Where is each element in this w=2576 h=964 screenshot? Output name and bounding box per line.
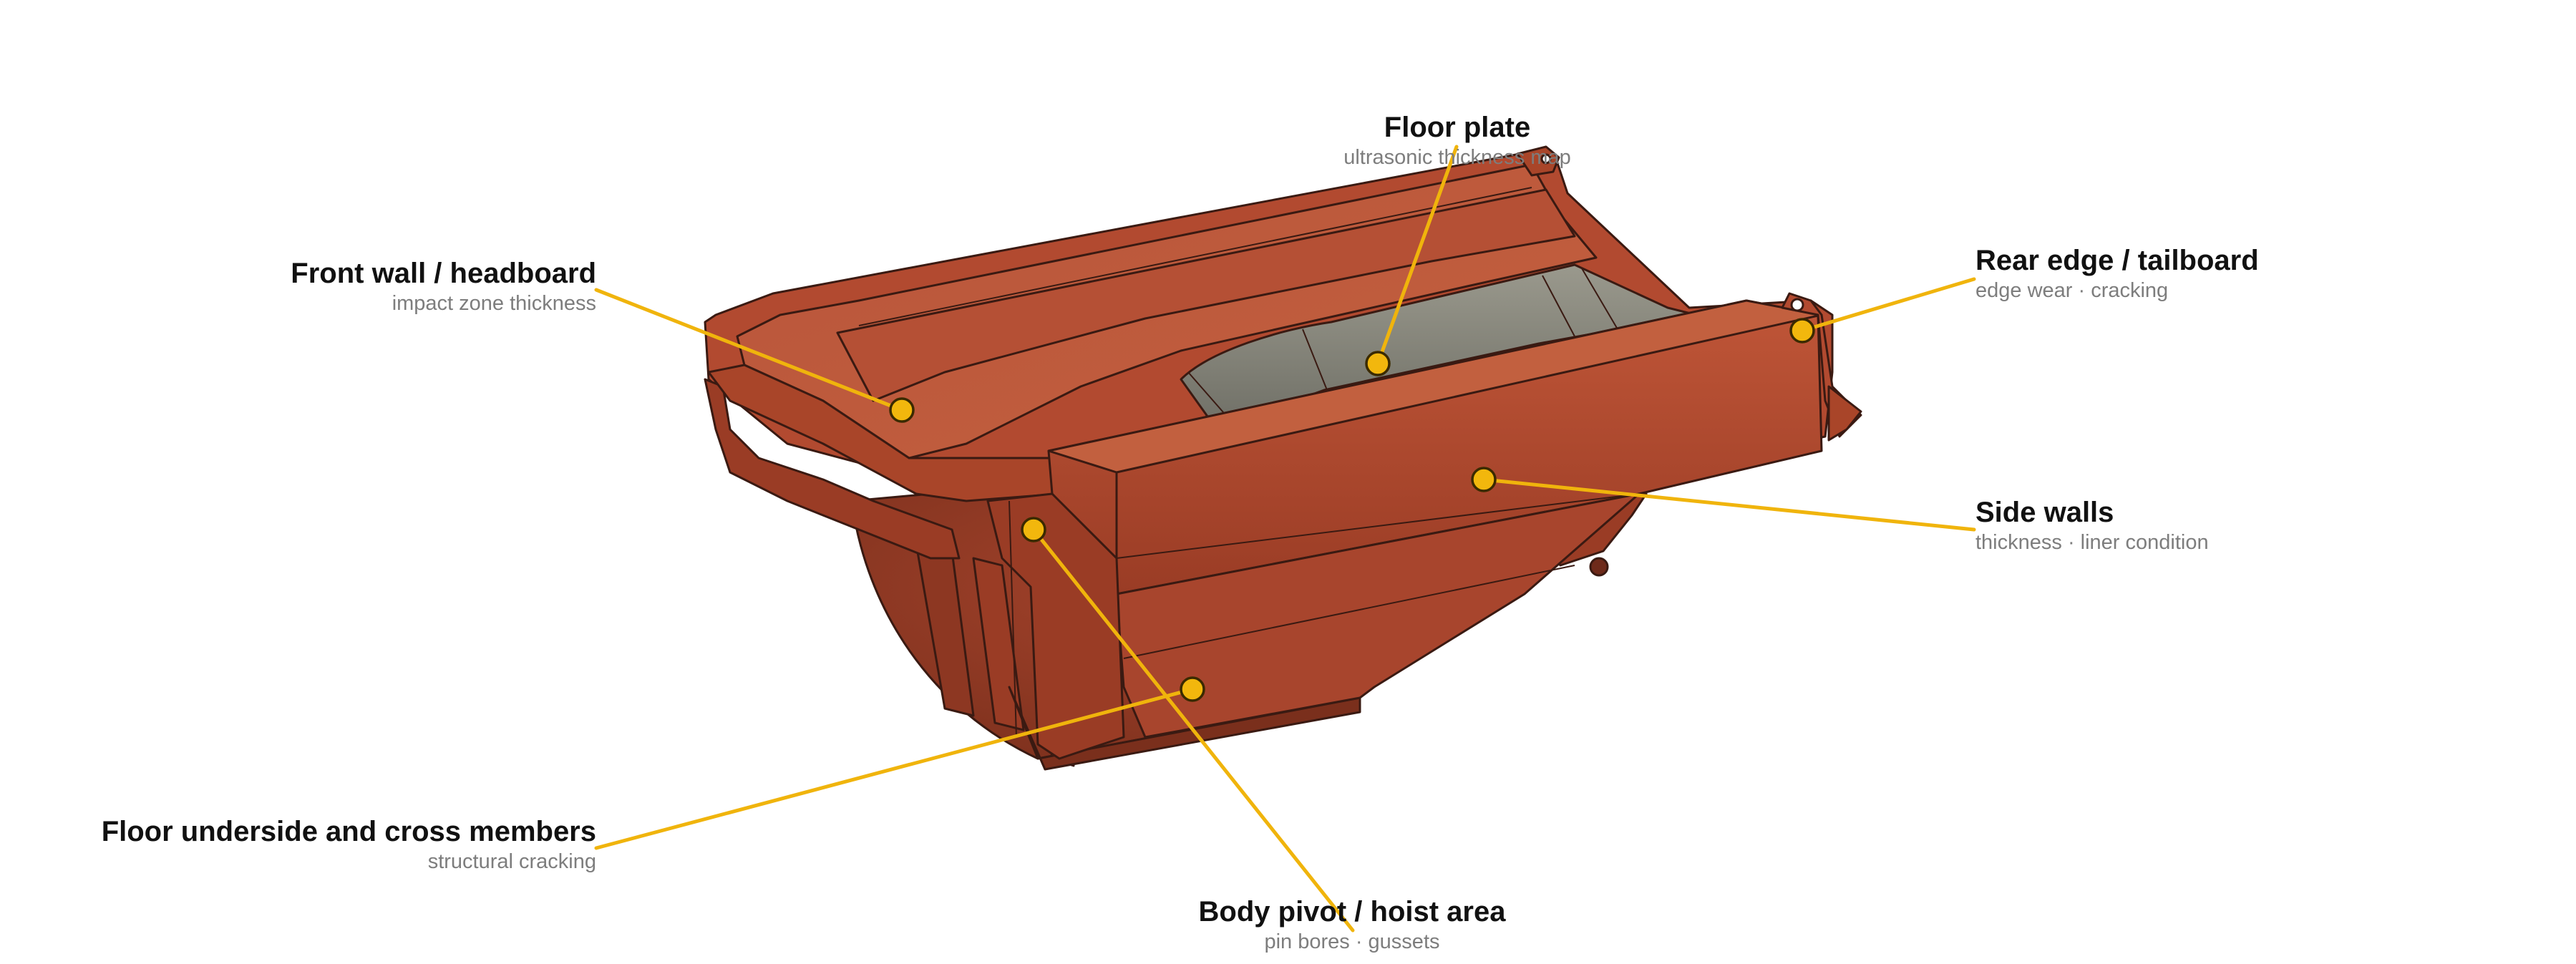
callout-subtitle: edge wear · cracking [1975,279,2169,302]
callout-subtitle: ultrasonic thickness map [1343,146,1571,169]
front-wall-top-edge [858,187,1532,326]
marker-floor-plate[interactable] [1365,351,1391,376]
front-wall-face [836,188,1576,402]
leader-rear-edge [1800,277,1976,333]
rim-rear-tab [1516,145,1560,177]
bolt-icon [1589,557,1609,577]
callout-title: Body pivot / hoist area [1198,896,1506,928]
tail-hole-icon [1790,298,1804,312]
leader-front-wall [594,288,904,412]
callout-title: Floor underside and cross members [101,816,596,847]
tailboard-fin [1827,385,1862,442]
front-left-plates [704,378,961,560]
marker-side-walls[interactable] [1471,467,1497,492]
callout-title: Floor plate [1384,112,1531,143]
callout-subtitle: thickness · liner condition [1975,531,2209,554]
liner-seam [1542,275,1575,337]
front-side-frame [986,492,1125,760]
side-wall-lower-panel [1115,492,1641,739]
marker-floor-underside[interactable] [1180,676,1205,702]
callout-floor-underside: Floor underside and cross members struct… [102,814,596,875]
callout-side-walls: Side walls thickness · liner condition [1975,495,2209,555]
inspection-markers [889,318,1815,702]
marker-body-pivot[interactable] [1021,517,1046,542]
leader-floor-plate [1376,145,1459,366]
callout-front-wall: Front wall / headboard impact zone thick… [291,256,596,316]
leader-body-pivot [1031,527,1355,933]
callout-floor-plate: Floor plate ultrasonic thickness map [1314,110,1600,170]
rim-hole-icon [1540,153,1552,165]
lower-ledge [1008,686,1361,771]
callout-subtitle: impact zone thickness [392,292,596,315]
liner-seam [1302,328,1332,401]
callout-title: Front wall / headboard [291,258,596,289]
liner-seam [1581,268,1618,330]
leader-side-walls [1482,477,1976,532]
leader-floor-underside [594,687,1195,850]
callout-body-pivot: Body pivot / hoist area pin bores · guss… [1137,895,1567,955]
callout-subtitle: structural cracking [427,850,596,873]
leader-lines [594,145,1976,933]
front-side-frame-edge [1008,500,1017,738]
dump-body-model [704,145,1862,771]
side-wall-beam-edge [1116,493,1640,559]
marker-rear-edge[interactable] [1789,318,1815,344]
side-wall-lower-seam [1123,565,1575,659]
cross-member-rib [972,557,1025,731]
callout-title: Side walls [1975,497,2114,528]
callout-title: Rear edge / tailboard [1975,245,2259,276]
marker-front-wall[interactable] [889,397,915,423]
callout-rear-edge: Rear edge / tailboard edge wear · cracki… [1975,243,2259,303]
callout-subtitle: pin bores · gussets [1264,930,1440,953]
